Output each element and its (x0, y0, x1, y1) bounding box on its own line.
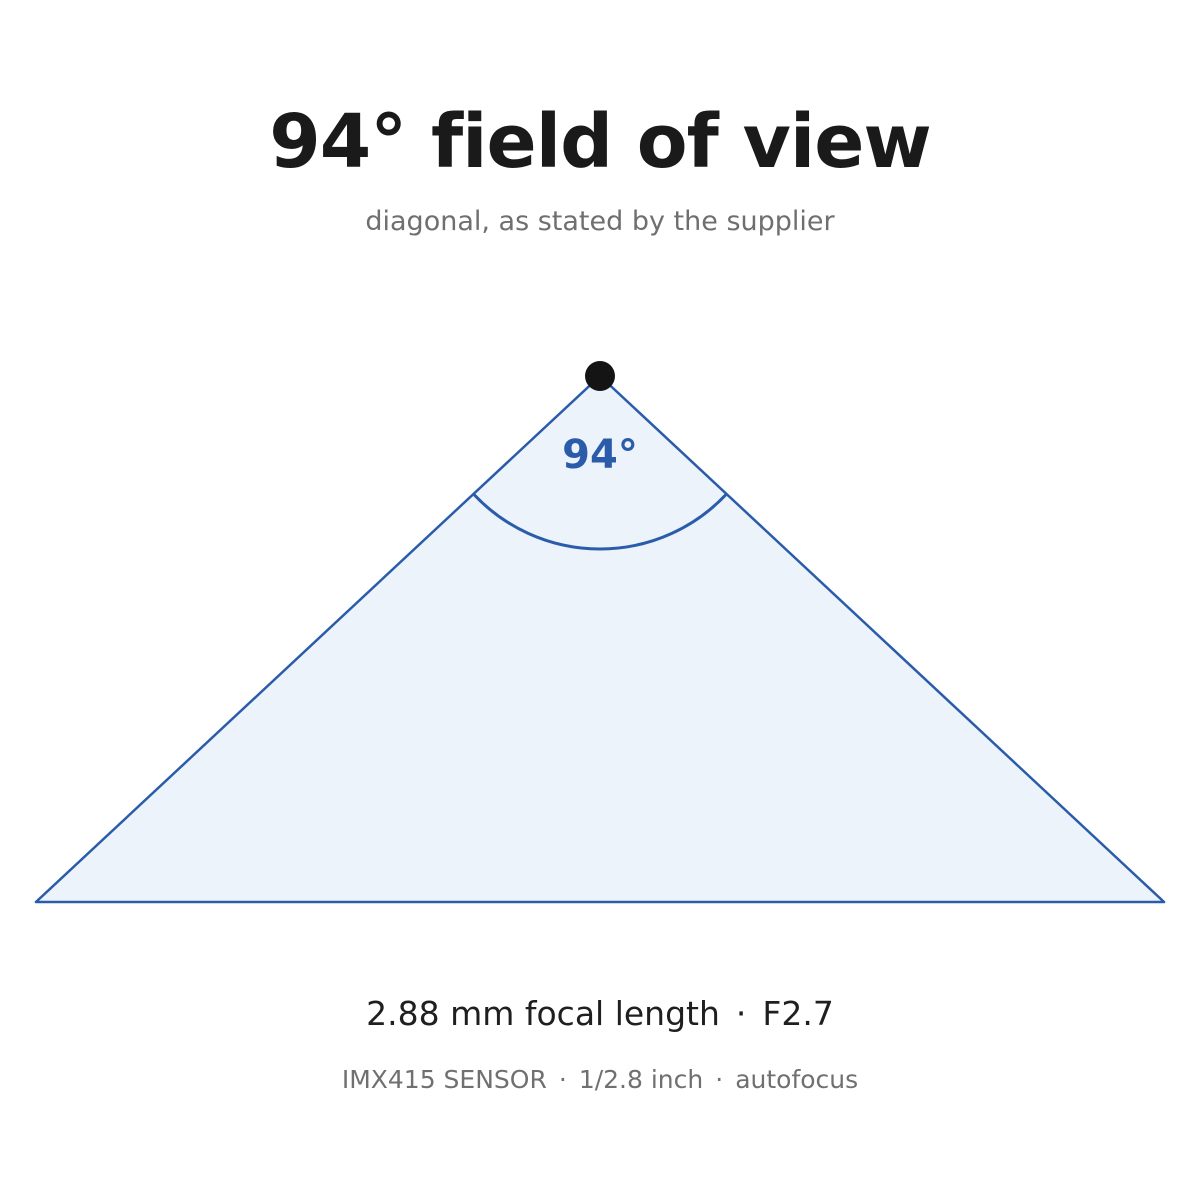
fov-cone (34, 374, 1166, 904)
camera-apex-dot (585, 361, 615, 391)
separator-dot: · (558, 1065, 567, 1094)
fov-angle-label: 94° (562, 432, 638, 478)
page-subtitle: diagonal, as stated by the supplier (365, 206, 835, 237)
focus-text: autofocus (735, 1065, 859, 1094)
focal-length-text: 2.88 mm focal length (366, 994, 720, 1033)
sensor-name-text: IMX415 SENSOR (341, 1065, 547, 1094)
sensor-specs: IMX415 SENSOR · 1/2.8 inch · autofocus (0, 1062, 1200, 1098)
separator-dot: · (735, 994, 747, 1033)
lens-specs: 2.88 mm focal length · F2.7 (0, 990, 1200, 1038)
sensor-size-text: 1/2.8 inch (578, 1065, 704, 1094)
page-title: 94° field of view (269, 99, 932, 185)
aperture-text: F2.7 (762, 994, 834, 1033)
separator-dot: · (715, 1065, 724, 1094)
fov-angle-arc (472, 492, 728, 551)
